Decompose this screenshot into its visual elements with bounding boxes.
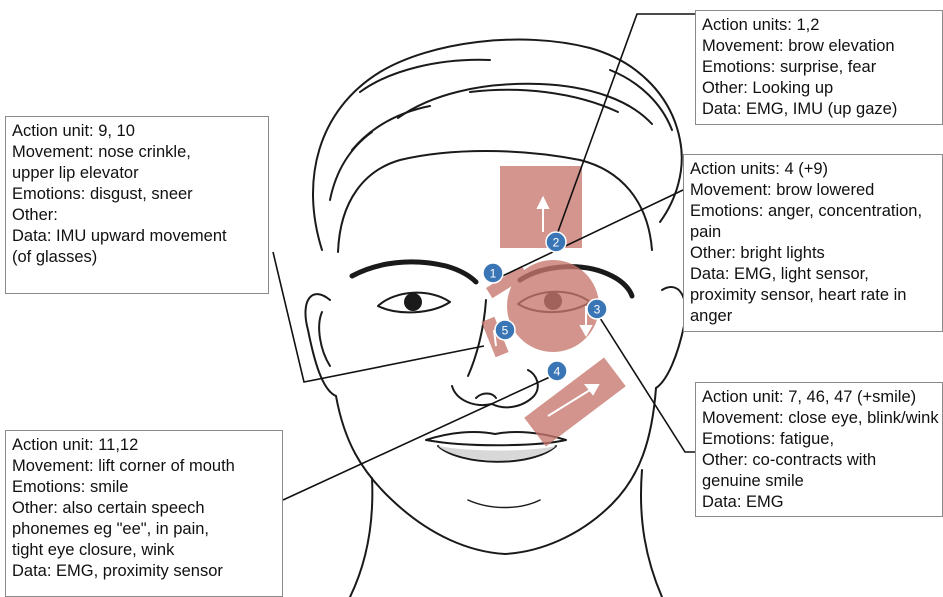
annotation-box-au-1-2: Action units: 1,2 Movement: brow elevati… <box>695 10 943 125</box>
emotions-line: Emotions: surprise, fear <box>702 57 936 78</box>
jaw <box>336 388 656 554</box>
data-line: Data: EMG, proximity sensor <box>12 561 276 582</box>
marker-3: 3 <box>587 299 607 319</box>
chin <box>468 500 540 508</box>
marker-4-label: 4 <box>554 365 561 379</box>
face-illustration <box>305 40 685 597</box>
annotation-box-au-7: Action unit: 7, 46, 47 (+smile) Movement… <box>695 382 943 517</box>
action-units-line: Action unit: 11,12 <box>12 435 276 456</box>
marker-4: 4 <box>547 361 567 381</box>
data-line: Data: IMU upward movement <box>12 226 262 247</box>
hair-outline <box>313 40 682 250</box>
data-line-cont: proximity sensor, heart rate in <box>690 285 936 306</box>
nostril <box>476 394 496 399</box>
action-units-line: Action units: 4 (+9) <box>690 159 936 180</box>
movement-line: Movement: close eye, blink/wink <box>702 408 936 429</box>
nose-bridge <box>468 300 486 376</box>
neck-right <box>641 470 662 597</box>
movement-line: Movement: brow lowered <box>690 180 936 201</box>
data-line: Data: EMG <box>702 492 936 513</box>
eyebrow-left <box>352 262 476 282</box>
hair-strand <box>330 132 372 200</box>
marker-3-label: 3 <box>594 303 601 317</box>
emotions-line: Emotions: disgust, sneer <box>12 184 262 205</box>
annotation-box-au-11-12: Action unit: 11,12 Movement: lift corner… <box>5 430 283 597</box>
other-line: Other: co-contracts with <box>702 450 936 471</box>
movement-line: Movement: brow elevation <box>702 36 936 57</box>
movement-line: Movement: lift corner of mouth <box>12 456 276 477</box>
marker-1-label: 1 <box>490 267 497 281</box>
other-line: Other: <box>12 205 262 226</box>
action-units-line: Action unit: 9, 10 <box>12 121 262 142</box>
other-line-cont: genuine smile <box>702 471 936 492</box>
data-line: Data: EMG, light sensor, <box>690 264 936 285</box>
emotions-line-cont: pain <box>690 222 936 243</box>
leader-au1112 <box>283 376 552 500</box>
other-line: Other: also certain speech <box>12 498 276 519</box>
ear-right <box>656 287 686 388</box>
data-line-cont: anger <box>690 306 936 327</box>
neck-left <box>350 478 372 597</box>
movement-line: Movement: nose crinkle, <box>12 142 262 163</box>
data-line: Data: EMG, IMU (up gaze) <box>702 99 936 120</box>
marker-2-label: 2 <box>553 236 560 250</box>
emotions-line: Emotions: fatigue, <box>702 429 936 450</box>
emotions-line: Emotions: anger, concentration, <box>690 201 936 222</box>
data-line-cont: (of glasses) <box>12 247 262 268</box>
other-line: Other: bright lights <box>690 243 936 264</box>
pupil-left <box>404 293 422 311</box>
action-units-line: Action unit: 7, 46, 47 (+smile) <box>702 387 936 408</box>
hairline <box>338 151 652 252</box>
other-line-cont: phonemes eg "ee", in pain, <box>12 519 276 540</box>
action-units-line: Action units: 1,2 <box>702 15 936 36</box>
emotions-line: Emotions: smile <box>12 477 276 498</box>
marker-2: 2 <box>546 232 566 252</box>
annotation-box-au-9-10: Action unit: 9, 10 Movement: nose crinkl… <box>5 116 269 294</box>
other-line: Other: Looking up <box>702 78 936 99</box>
movement-line-cont: upper lip elevator <box>12 163 262 184</box>
other-line-cont: tight eye closure, wink <box>12 540 276 561</box>
marker-5-label: 5 <box>502 324 509 338</box>
annotation-box-au-4: Action units: 4 (+9) Movement: brow lowe… <box>683 154 943 332</box>
hair-strand <box>360 60 490 92</box>
marker-5: 5 <box>495 320 515 340</box>
ear-left-inner <box>319 312 330 366</box>
hair-strand <box>352 106 430 150</box>
lip-shade <box>438 446 556 460</box>
marker-1: 1 <box>483 263 503 283</box>
region-smile <box>524 358 626 447</box>
